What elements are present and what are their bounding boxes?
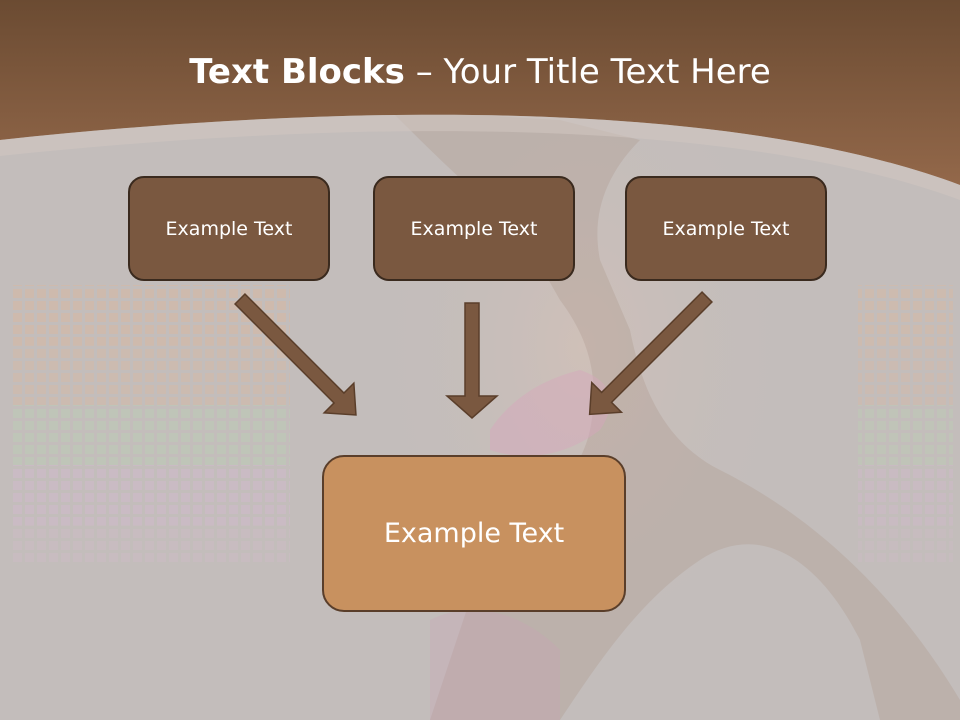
text-block-result: Example Text bbox=[322, 455, 626, 612]
text-block-right: Example Text bbox=[625, 176, 827, 281]
header-band bbox=[0, 0, 960, 185]
light-grid-decoration-left bbox=[10, 285, 290, 565]
text-block-result-label: Example Text bbox=[383, 518, 565, 549]
text-block-left: Example Text bbox=[128, 176, 330, 281]
header-curve-highlight bbox=[0, 114, 960, 200]
title-bold-part: Text Blocks bbox=[189, 52, 405, 92]
text-block-center-label: Example Text bbox=[410, 217, 538, 240]
text-block-right-label: Example Text bbox=[662, 217, 790, 240]
title-rest-part: – Your Title Text Here bbox=[404, 52, 771, 92]
slide-title: Text Blocks – Your Title Text Here bbox=[0, 52, 960, 92]
text-block-center: Example Text bbox=[373, 176, 575, 281]
light-grid-decoration-right bbox=[858, 285, 953, 565]
text-block-left-label: Example Text bbox=[165, 217, 293, 240]
